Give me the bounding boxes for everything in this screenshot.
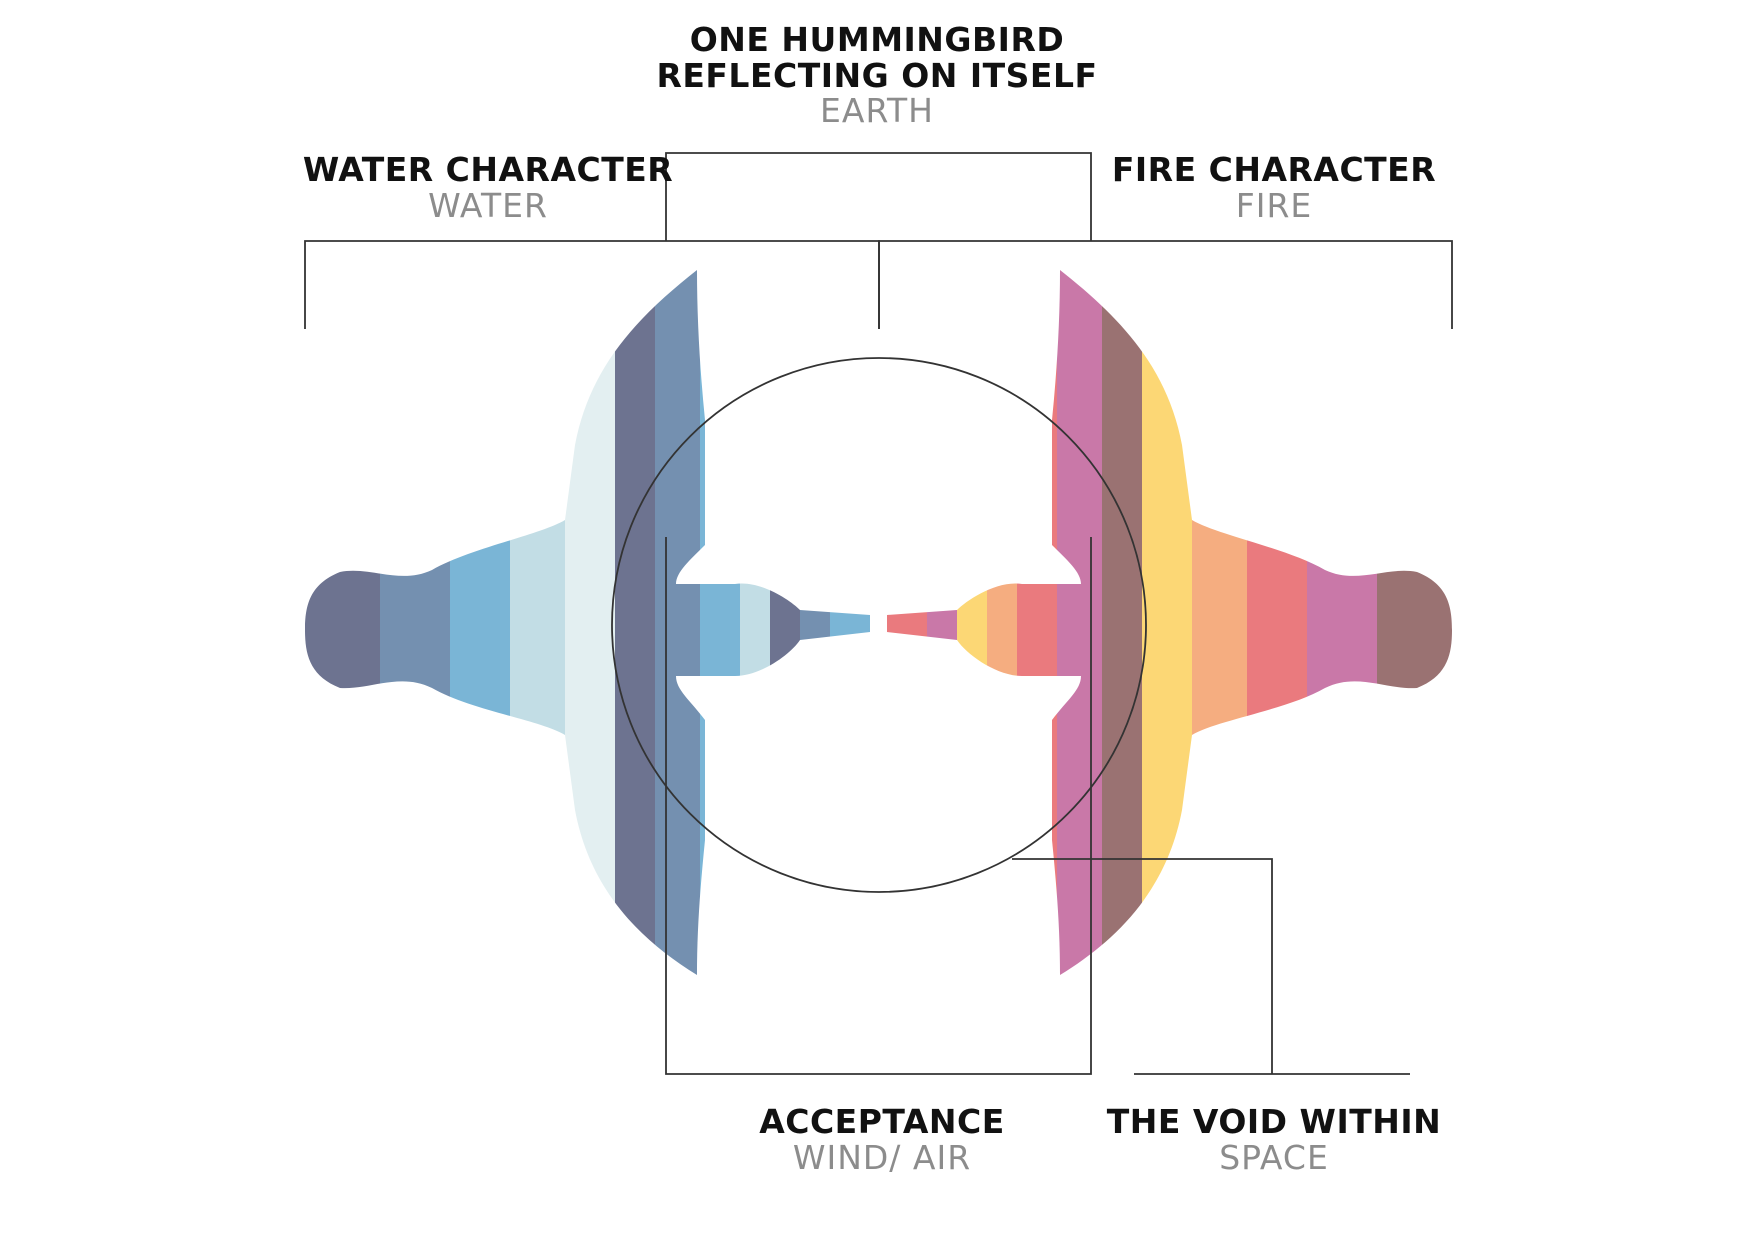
hummingbird-title-line1: ONE HUMMINGBIRD — [689, 20, 1065, 59]
water-subtitle: WATER — [428, 185, 548, 225]
fire-band-4 — [1192, 270, 1247, 975]
fire-bracket — [878, 240, 1453, 329]
water-label: WATER CHARACTER WATER — [288, 152, 688, 223]
hummingbird-title-line2: REFLECTING ON ITSELF — [656, 55, 1098, 95]
fire-band-1 — [1377, 270, 1452, 975]
fire-label: FIRE CHARACTER FIRE — [1074, 152, 1474, 223]
fire-band-6 — [1102, 270, 1142, 975]
water-band-12 — [830, 270, 870, 975]
acceptance-label: ACCEPTANCE WIND/ AIR — [682, 1104, 1082, 1175]
water-bird — [305, 270, 870, 975]
void-subtitle: SPACE — [1219, 1137, 1329, 1177]
fire-band-12 — [887, 270, 927, 975]
fire-band-3 — [1247, 270, 1307, 975]
hummingbird-subtitle: EARTH — [820, 91, 934, 131]
acceptance-bracket — [665, 537, 1092, 1075]
water-band-3 — [450, 270, 510, 975]
fire-bird — [887, 270, 1452, 975]
void-bracket — [1012, 858, 1273, 1074]
water-band-4 — [510, 270, 565, 975]
hummingbird-label: ONE HUMMINGBIRD REFLECTING ON ITSELF EAR… — [627, 22, 1127, 129]
fire-band-2 — [1307, 270, 1377, 975]
water-band-8 — [700, 270, 740, 975]
water-band-2 — [380, 270, 450, 975]
water-band-7 — [655, 270, 700, 975]
fire-subtitle: FIRE — [1235, 185, 1313, 225]
fire-band-9 — [987, 270, 1017, 975]
fire-band-5 — [1142, 270, 1192, 975]
void-title: THE VOID WITHIN — [1106, 1102, 1442, 1141]
water-band-5 — [565, 270, 615, 975]
water-band-6 — [615, 270, 655, 975]
fire-title: FIRE CHARACTER — [1111, 150, 1437, 189]
water-band-9 — [740, 270, 770, 975]
water-bracket — [304, 240, 880, 329]
bracket-lines — [304, 152, 1453, 1075]
earth-bracket — [665, 152, 1092, 241]
acceptance-title: ACCEPTANCE — [759, 1102, 1005, 1141]
center-circle — [611, 357, 1147, 893]
water-band-10 — [770, 270, 800, 975]
fire-band-8 — [1017, 270, 1057, 975]
water-title: WATER CHARACTER — [302, 150, 674, 189]
water-band-1 — [305, 270, 380, 975]
fire-band-7 — [1057, 270, 1102, 975]
void-label: THE VOID WITHIN SPACE — [1074, 1104, 1474, 1175]
acceptance-subtitle: WIND/ AIR — [792, 1137, 972, 1177]
